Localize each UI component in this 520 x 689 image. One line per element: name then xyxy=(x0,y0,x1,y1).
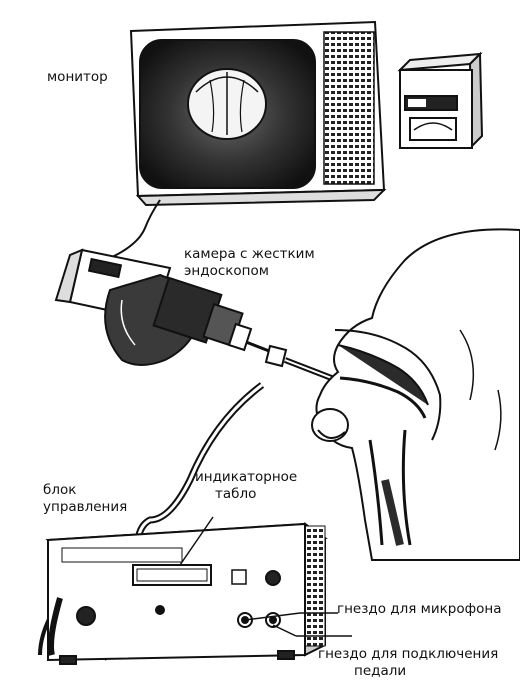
patient-head-profile xyxy=(311,228,520,561)
label-monitor: монитор xyxy=(47,69,108,86)
label-indicator-line2: табло xyxy=(215,486,257,502)
control-unit xyxy=(45,522,328,665)
label-pedal-line2: педали xyxy=(354,663,407,679)
leader-lines xyxy=(179,516,352,637)
label-pedal-socket: гнездо для подключения педали xyxy=(318,646,498,680)
label-control-line2: управления xyxy=(43,499,128,515)
label-indicator-line1: индикаторное xyxy=(195,469,298,485)
label-mic-socket-text: гнездо для микрофона xyxy=(337,601,502,617)
recorder-device xyxy=(397,51,484,149)
label-indicator: индикаторное табло xyxy=(195,469,297,503)
monitor-drawing xyxy=(129,20,387,207)
label-camera: камера с жестким эндоскопом xyxy=(184,246,315,280)
label-monitor-text: монитор xyxy=(47,69,108,85)
label-control-unit: блок управления xyxy=(43,482,127,516)
label-pedal-line1: гнездо для подключения xyxy=(318,646,499,662)
label-mic-socket: гнездо для микрофона xyxy=(337,601,502,618)
label-camera-line1: камера с жестким xyxy=(184,246,315,262)
label-camera-line2: эндоскопом xyxy=(184,263,269,279)
label-control-line1: блок xyxy=(43,482,77,498)
camera-with-rigid-endoscope xyxy=(54,248,442,423)
